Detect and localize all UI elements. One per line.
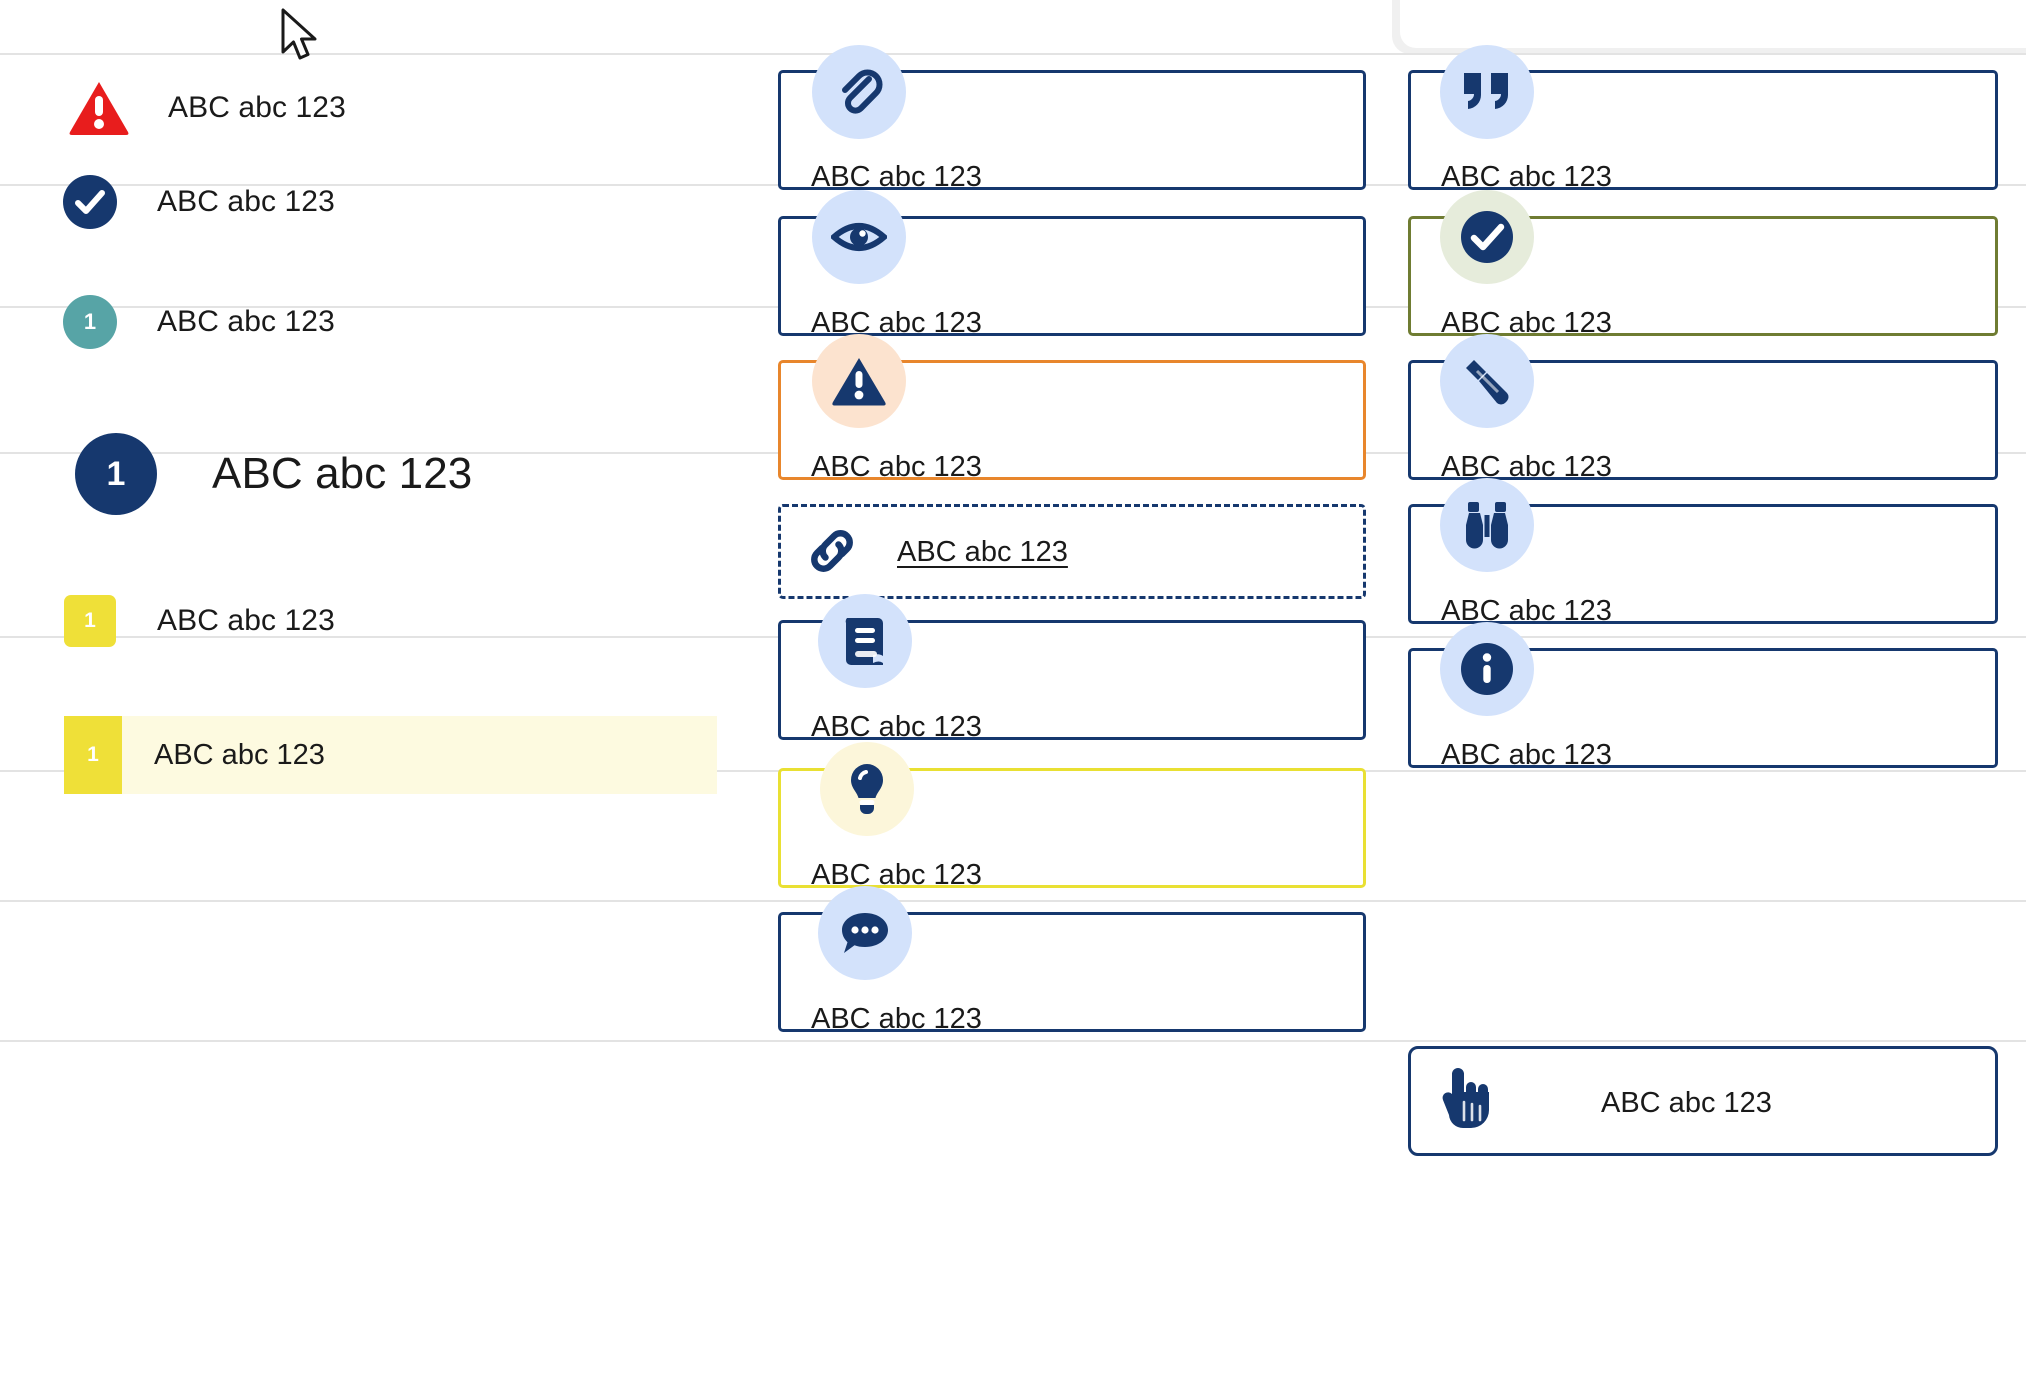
list-item-label: ABC abc 123 [212,449,473,498]
divider [0,900,2026,902]
card-label: ABC abc 123 [1601,1087,1772,1119]
card-label: ABC abc 123 [1441,161,1612,193]
binoculars-icon [1440,478,1534,572]
card-label: ABC abc 123 [811,451,982,483]
badge-number: 1 [106,454,126,493]
list-item-label: ABC abc 123 [154,738,325,771]
card-label: ABC abc 123 [1441,307,1612,339]
eye-icon [812,190,906,284]
paperclip-icon [812,45,906,139]
card-label: ABC abc 123 [811,859,982,891]
pencil-icon [1440,334,1534,428]
card-label: ABC abc 123 [811,161,982,193]
card-action[interactable]: ABC abc 123 [1408,1046,1998,1156]
card-label: ABC abc 123 [1441,595,1612,627]
list-item-label: ABC abc 123 [157,185,335,218]
pointing-hand-icon [1438,1066,1496,1137]
list-item[interactable]: ABC abc 123 [68,80,346,136]
divider [0,53,2026,55]
list-item[interactable]: 1 ABC abc 123 [75,433,472,515]
link-icon [805,524,859,583]
card-label: ABC abc 123 [1441,451,1612,483]
card-link-label[interactable]: ABC abc 123 [897,536,1068,568]
list-item-label: ABC abc 123 [157,305,335,338]
info-circle-icon [1440,622,1534,716]
number-badge-icon: 1 [64,595,116,647]
card-label: ABC abc 123 [1441,739,1612,771]
check-circle-icon [63,175,117,229]
book-icon [818,594,912,688]
list-item-label: ABC abc 123 [168,91,346,124]
divider [0,1040,2026,1042]
card-label: ABC abc 123 [811,307,982,339]
list-item-label: ABC abc 123 [157,604,335,637]
number-badge-icon: 1 [64,716,122,794]
number-badge-icon: 1 [63,295,117,349]
comment-bubble-icon [818,886,912,980]
top-panel [1400,0,2026,48]
list-item[interactable]: 1 ABC abc 123 [63,295,335,349]
badge-number: 1 [87,743,99,766]
list-item[interactable]: 1 ABC abc 123 [64,595,335,647]
mouse-pointer-icon [279,8,321,69]
warning-triangle-icon [812,334,906,428]
check-circle-icon [1440,190,1534,284]
number-badge-icon: 1 [75,433,157,515]
list-item[interactable]: ABC abc 123 [63,175,335,229]
warning-triangle-icon [68,80,130,136]
badge-number: 1 [83,309,97,334]
card-label: ABC abc 123 [811,1003,982,1035]
list-item-selected[interactable]: 1 ABC abc 123 [64,716,717,794]
badge-number: 1 [84,609,96,632]
quote-icon [1440,45,1534,139]
card-link[interactable]: ABC abc 123 [778,504,1366,599]
lightbulb-icon [820,742,914,836]
left-list: ABC abc 123 ABC abc 123 1 ABC abc 123 1 … [0,0,760,1392]
card-label: ABC abc 123 [811,711,982,743]
